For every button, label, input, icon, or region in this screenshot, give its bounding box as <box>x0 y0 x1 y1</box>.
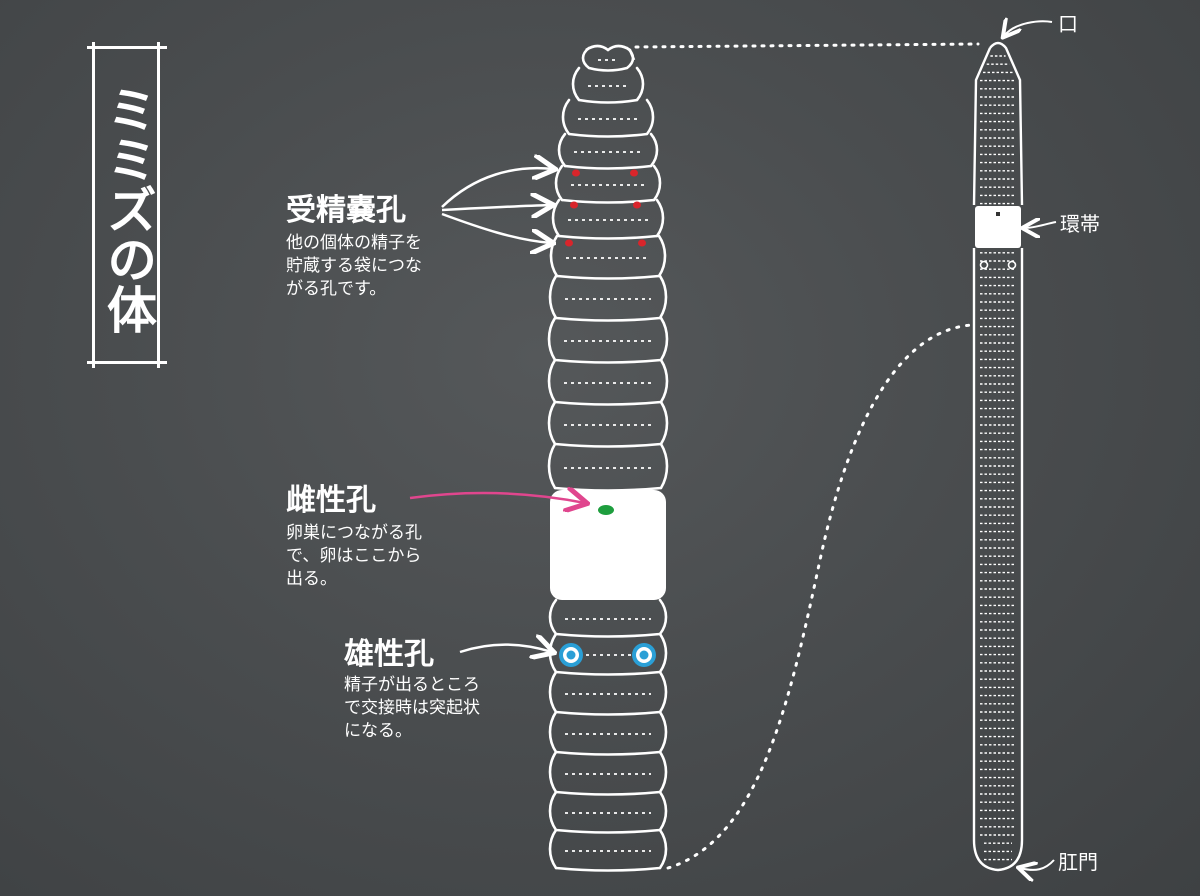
rear-segment-3 <box>548 670 668 716</box>
front-segment-3 <box>561 98 655 138</box>
front-segment-8 <box>548 274 668 322</box>
spermatheca-arrow-1 <box>441 168 553 208</box>
zoom-guide-bottom <box>666 323 974 870</box>
spermatheca-dot-right-1 <box>630 169 638 177</box>
male-pore-arrow <box>459 645 552 653</box>
male-pore-label: 雄性孔 <box>344 637 434 672</box>
male-pore-center-1 <box>566 650 576 660</box>
female-pore-arrow <box>409 493 585 503</box>
anus-arrow <box>1020 859 1055 870</box>
rear-segment-1 <box>548 598 668 638</box>
male-pore-center-2 <box>639 650 649 660</box>
worm-mouth-tip <box>585 44 636 61</box>
clitellum-label: 環帯 <box>1060 212 1100 236</box>
spermatheca-dot-left-1 <box>572 169 580 177</box>
enlarged-worm-body <box>547 44 669 872</box>
title-frame: ミミズの体 <box>87 42 167 368</box>
diagram-title: ミミズの体 <box>99 84 157 334</box>
front-segment-4 <box>557 132 659 170</box>
small-worm-outline <box>972 41 1024 872</box>
mouth-label: 口 <box>1058 12 1078 36</box>
mouth-arrow <box>1004 21 1053 36</box>
spermatheca-arrow-2 <box>441 205 551 210</box>
spermatheca-pore-description: 他の個体の精子を 貯蔵する袋につな がる孔です。 <box>286 233 422 299</box>
spermatheca-dot-left-3 <box>565 239 573 247</box>
rear-segment-4 <box>548 710 668 756</box>
rear-segment-5 <box>548 750 668 796</box>
small-male-pore-1 <box>979 260 989 270</box>
spermatheca-arrow-3 <box>441 212 551 243</box>
female-pore-description: 卵巣につながる孔 で、卵はここから 出る。 <box>286 523 422 589</box>
male-pore-description: 精子が出るところ で交接時は突起状 になる。 <box>344 675 480 741</box>
front-segment-5 <box>554 164 662 204</box>
zoom-guide-top <box>634 42 980 49</box>
small-female-pore <box>996 212 1000 216</box>
small-male-pore-2 <box>1007 260 1017 270</box>
clitellum-arrow <box>1024 222 1057 228</box>
spermatheca-dot-right-2 <box>633 201 641 209</box>
front-segment-11 <box>547 400 669 448</box>
anus-label: 肛門 <box>1058 850 1098 874</box>
front-segment-1 <box>581 46 635 72</box>
female-pore-dot <box>598 505 614 515</box>
female-pore-label: 雌性孔 <box>286 483 376 518</box>
front-segment-2 <box>571 66 645 104</box>
front-segment-10 <box>547 358 669 406</box>
rear-segment-6 <box>548 790 668 834</box>
clitellum-band <box>550 490 666 600</box>
front-segment-9 <box>547 316 669 364</box>
full-worm-body <box>972 41 1024 872</box>
spermatheca-dot-right-3 <box>638 239 646 247</box>
spermatheca-pore-label: 受精嚢孔 <box>286 193 406 228</box>
spermatheca-dot-left-2 <box>570 201 578 209</box>
rear-segment-7 <box>548 828 668 872</box>
small-clitellum-band <box>975 206 1021 248</box>
